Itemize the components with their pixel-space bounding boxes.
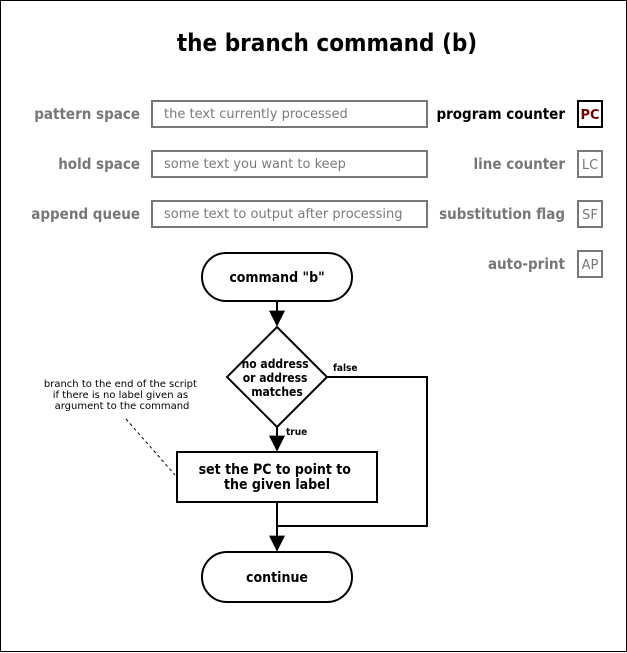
decision-line: matches [251, 385, 303, 399]
register-box [151, 200, 428, 228]
true-label: true [286, 427, 307, 438]
flag-box [577, 150, 603, 178]
start-terminal [201, 252, 353, 302]
decision-line: no address [242, 357, 309, 371]
register-value: some text you want to keep [164, 157, 346, 172]
action-line: set the PC to point to [199, 462, 352, 478]
register-hold-space: hold space some text you want to keep [58, 150, 428, 178]
register-value: some text to output after processing [164, 207, 402, 222]
end-terminal-label: continue [246, 570, 308, 586]
decision-line: or address [243, 371, 308, 385]
register-label: pattern space [34, 105, 140, 123]
register-value: the text currently processed [164, 107, 348, 122]
decision-diamond [225, 325, 329, 429]
flag-label: substitution flag [439, 205, 565, 223]
diagram-title: the branch command (b) [177, 29, 477, 57]
flag-label: auto-print [488, 255, 566, 273]
register-label: hold space [58, 155, 140, 173]
flag-box [577, 250, 603, 278]
flag-box [577, 200, 603, 228]
decision-label: no address or address matches [242, 357, 313, 399]
side-note: branch to the end of the script if there… [44, 379, 200, 412]
flag-code: PC [580, 108, 599, 123]
flag-code: SF [582, 208, 598, 223]
flag-line-counter: line counter LC [474, 150, 603, 178]
register-box [151, 100, 428, 128]
flag-label: program counter [436, 105, 565, 123]
flag-box [577, 100, 603, 128]
end-terminal [201, 551, 353, 603]
register-label: append queue [31, 205, 140, 223]
note-line: argument to the command [55, 401, 190, 412]
flag-substitution-flag: substitution flag SF [439, 200, 603, 228]
flag-code: AP [582, 258, 599, 273]
register-box [151, 150, 428, 178]
flag-code: LC [582, 158, 598, 173]
flag-auto-print: auto-print AP [488, 250, 603, 278]
note-line: if there is no label given as [53, 390, 188, 401]
connector-decision-false [277, 376, 428, 527]
false-label: false [333, 363, 358, 374]
register-append-queue: append queue some text to output after p… [31, 200, 428, 228]
flag-program-counter: program counter PC [436, 100, 603, 128]
flag-label: line counter [474, 155, 566, 173]
note-line: branch to the end of the script [44, 379, 197, 390]
start-terminal-label: command "b" [229, 270, 324, 286]
register-pattern-space: pattern space the text currently process… [34, 100, 428, 128]
action-box [176, 451, 378, 503]
note-leader-line [125, 418, 176, 476]
action-label: set the PC to point to the given label [199, 462, 356, 493]
action-line: the given label [224, 477, 330, 493]
